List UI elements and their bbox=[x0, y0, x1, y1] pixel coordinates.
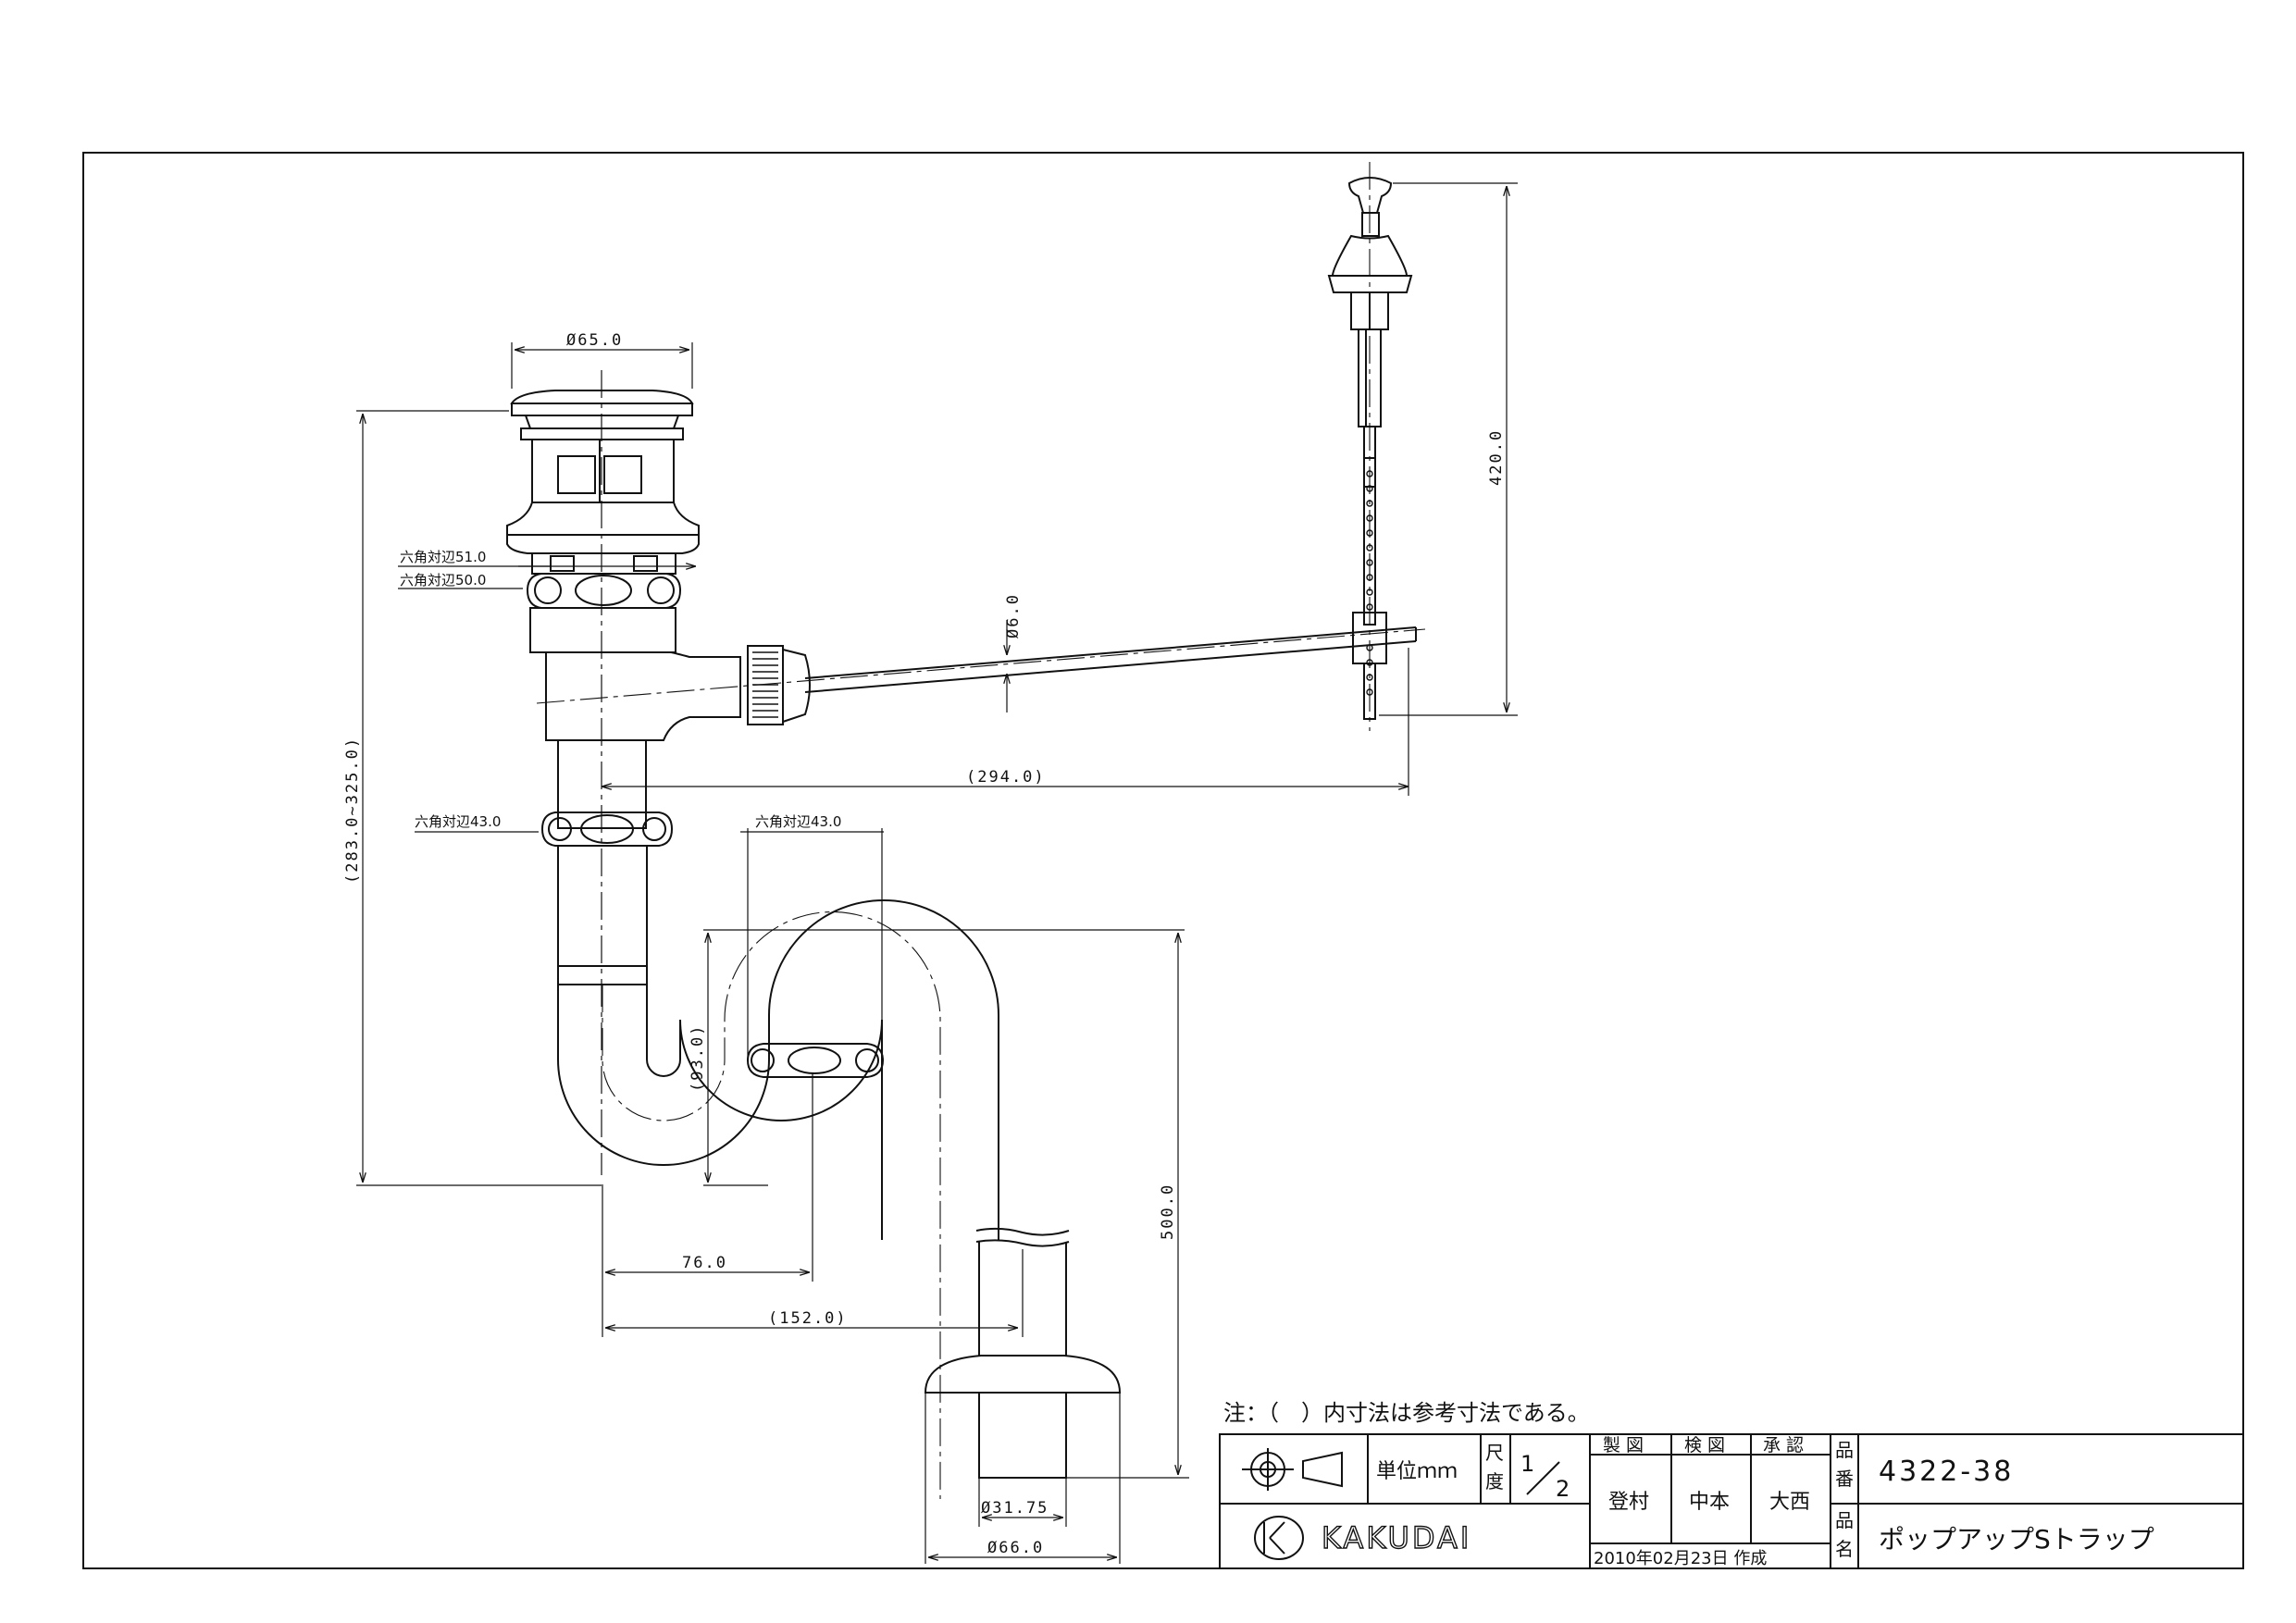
scale-label-bottom: 度 bbox=[1485, 1470, 1504, 1493]
part-no-label-top: 品 bbox=[1835, 1439, 1854, 1461]
part-number: 4322-38 bbox=[1879, 1456, 2014, 1488]
popup-horizontal-rod bbox=[804, 626, 1417, 693]
dim-hex-51: 六角対辺51.0 bbox=[400, 549, 486, 565]
approved-label: 承 認 bbox=[1763, 1435, 1804, 1456]
dim-hex-43-left: 六角対辺43.0 bbox=[415, 813, 501, 830]
checked-by: 中本 bbox=[1689, 1491, 1730, 1514]
reference-note: 注：（ ）内寸法は参考寸法である。 bbox=[1223, 1400, 1590, 1426]
dim-trap-offset: 76.0 bbox=[682, 1254, 727, 1272]
unit-label: 単位ｍｍ bbox=[1376, 1460, 1458, 1483]
rod-centerline bbox=[536, 628, 1426, 704]
part-name-label-top: 品 bbox=[1835, 1509, 1854, 1531]
dim-hex-50: 六角対辺50.0 bbox=[400, 572, 486, 588]
made-label: 製 図 bbox=[1603, 1435, 1644, 1456]
made-by: 登村 bbox=[1608, 1491, 1649, 1514]
part-no-label-bottom: 番 bbox=[1835, 1468, 1854, 1490]
trap-centerline bbox=[602, 911, 941, 1499]
dim-lift-rod: 420.0 bbox=[1487, 429, 1506, 486]
dim-flange-diameter: Ø66.0 bbox=[987, 1539, 1044, 1557]
part-name: ポップアップSトラップ bbox=[1879, 1524, 2154, 1555]
checked-label: 検 図 bbox=[1684, 1435, 1725, 1456]
scale-denominator: 2 bbox=[1556, 1476, 1570, 1502]
scale-numerator: 1 bbox=[1520, 1451, 1534, 1477]
drawing-frame bbox=[82, 152, 2244, 1569]
date-created: 2010年02月23日 作成 bbox=[1594, 1549, 1767, 1568]
dim-pipe-diameter: Ø31.75 bbox=[981, 1499, 1049, 1518]
dimension-lines bbox=[356, 182, 1518, 1564]
dim-rod-diameter: Ø6.0 bbox=[1004, 593, 1023, 638]
brand-logo: KAKUDAI bbox=[1322, 1520, 1471, 1555]
dim-pipe-length: 500.0 bbox=[1159, 1183, 1177, 1240]
approved-by: 大西 bbox=[1769, 1491, 1810, 1514]
dim-cap-diameter: Ø65.0 bbox=[566, 331, 623, 350]
part-name-label-bottom: 名 bbox=[1835, 1538, 1854, 1560]
popup-waste-body bbox=[506, 390, 811, 985]
dim-total-height: (283.0~325.0) bbox=[343, 737, 362, 884]
dim-trap-width: (152.0) bbox=[768, 1309, 848, 1328]
dim-hex-43-right: 六角対辺43.0 bbox=[755, 813, 841, 830]
s-trap bbox=[557, 899, 1122, 1479]
title-block bbox=[1219, 1433, 2244, 1569]
dim-rod-length: (294.0) bbox=[966, 768, 1046, 787]
scale-label-top: 尺 bbox=[1485, 1442, 1504, 1464]
dim-trap-depth: (93.0) bbox=[689, 1024, 707, 1092]
